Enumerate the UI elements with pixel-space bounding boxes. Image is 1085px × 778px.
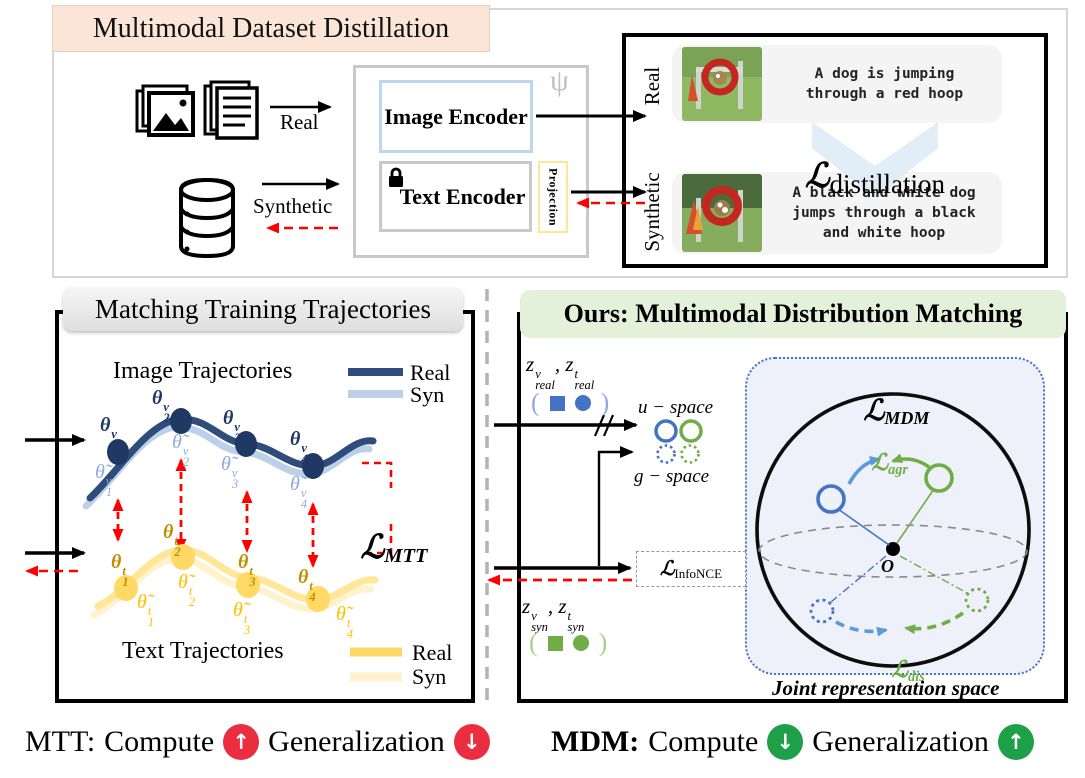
generalization-up-icon: ↑ (997, 724, 1034, 760)
syn-image-token (547, 635, 563, 651)
agr-loss-label: ℒagr (871, 450, 908, 478)
top-title: Multimodal Dataset Distillation (92, 12, 450, 44)
mdm-verdict-prefix: MDM: (551, 725, 640, 758)
generalization-down-icon: ↓ (453, 724, 490, 760)
open-bracket: ( (529, 628, 538, 657)
mdm-verdict: MDM: Compute ↓ Generalization ↑ (551, 724, 1034, 760)
real-text-token (574, 395, 591, 411)
image-encoder-box: Image Encoder (379, 80, 533, 153)
text-legend-real-label: Real (412, 640, 453, 665)
mtt-loss-label: ℒMTT (360, 530, 428, 567)
documents-icon (203, 80, 259, 140)
text-trajectories-label: Text Trajectories (122, 638, 284, 664)
top-title-box: Multimodal Dataset Distillation (52, 5, 490, 52)
syn-text-token (572, 635, 589, 651)
real-flow-label: Real (280, 110, 319, 134)
real-image (682, 47, 762, 121)
synthetic-flow-label: Synthetic (253, 194, 333, 218)
mtt-verdict-prefix: MTT: (25, 725, 96, 758)
image-trajectories-label: Image Trajectories (113, 358, 293, 384)
real-image-token (549, 395, 565, 411)
z-real-tokens: ( ) (531, 388, 609, 418)
close-bracket: ) (600, 388, 610, 417)
real-caption: A dog is jumping through a red hoop (805, 65, 964, 102)
image-legend-real-label: Real (410, 360, 451, 385)
compute-down-icon: ↓ (767, 724, 804, 760)
infonce-loss-box: ℒInfoNCE (636, 551, 746, 587)
z-syn-tokens: ( ) (529, 628, 607, 658)
mtt-verdict: MTT: Compute ↑ Generalization ↓ (25, 724, 490, 760)
mtt-title-box: Matching Training Trajectories (63, 287, 463, 331)
mdm-compute-label: Compute (648, 725, 759, 758)
open-bracket: ( (531, 388, 540, 417)
mdm-title-box: Ours: Multimodal Distribution Matching (520, 290, 1066, 338)
photos-icon (135, 84, 195, 137)
compute-up-icon: ↑ (223, 724, 260, 760)
u-space-label: u − space (638, 397, 714, 418)
close-bracket: ) (598, 628, 608, 657)
projection-box: Projection (538, 161, 568, 233)
mdm-loss-label: ℒMDM (863, 395, 930, 428)
mdm-generalization-label: Generalization (812, 725, 989, 758)
g-space-label: g − space (634, 466, 710, 487)
distillation-loss-label: ℒdistillation (805, 158, 946, 199)
text-legend-syn-label: Syn (412, 664, 447, 689)
origin-label: O (881, 556, 894, 576)
mtt-compute-label: Compute (104, 725, 215, 758)
lock-icon (389, 167, 403, 187)
psi-symbol: ψ (550, 64, 569, 97)
text-encoder-box: Text Encoder (379, 161, 532, 232)
joint-space-label: Joint representation space (772, 676, 1000, 700)
mtt-generalization-label: Generalization (268, 725, 445, 758)
synthetic-row-label: Synthetic (639, 172, 664, 252)
image-legend-syn-label: Syn (410, 382, 445, 407)
synthetic-image (682, 174, 762, 252)
database-icon (179, 177, 235, 259)
real-row-label: Real (639, 66, 664, 106)
